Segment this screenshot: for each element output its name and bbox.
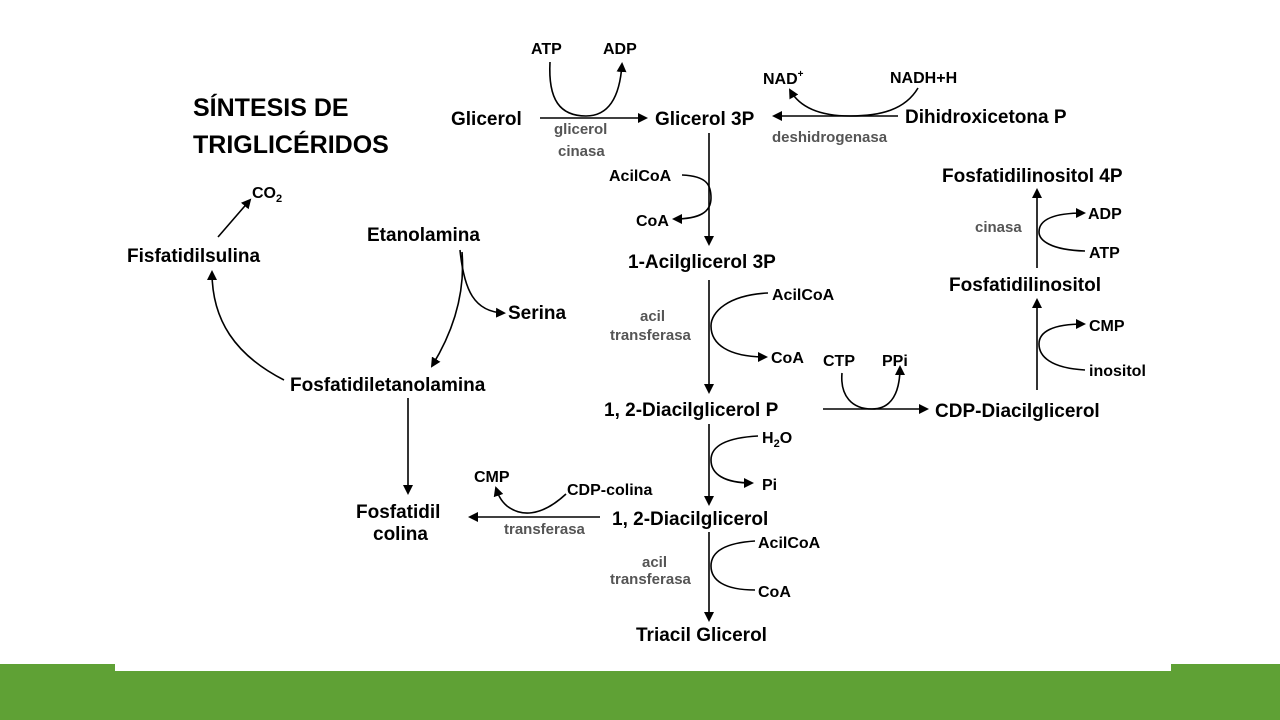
arrow-atp-to-adp	[549, 61, 627, 117]
cofactor-adp-2: ADP	[1088, 206, 1122, 223]
cofactor-nadh: NADH+H	[890, 70, 957, 87]
node-fosfatidiletanolamina: Fosfatidiletanolamina	[290, 375, 486, 396]
enzyme-deshidrogenasa: deshidrogenasa	[772, 129, 888, 146]
node-diacilglicerol: 1, 2-Diacilglicerol	[612, 509, 768, 530]
cofactor-adp: ADP	[603, 41, 637, 58]
cofactor-h2o: H2O	[762, 430, 792, 450]
footer-tab-right	[1171, 664, 1280, 671]
cofactor-co2: CO2	[252, 185, 282, 205]
arrow-nadh-to-nad	[789, 87, 919, 117]
cofactor-acilcoa-3: AcilCoA	[758, 535, 821, 552]
node-triacil-glicerol: Triacil Glicerol	[636, 625, 767, 646]
enzyme-glicerol-cinasa-1: glicerol	[554, 121, 607, 138]
cofactor-atp: ATP	[531, 41, 562, 58]
arrow-etanolamina-to-fosfatidiletanolamina	[430, 251, 464, 368]
node-etanolamina: Etanolamina	[367, 225, 480, 246]
arrow-inositol-to-cmp	[1038, 319, 1086, 371]
node-fisfatidilsulina: Fisfatidilsulina	[127, 246, 260, 267]
cofactor-acilcoa-1: AcilCoA	[609, 168, 672, 185]
footer-tab-left	[0, 664, 115, 671]
cofactor-coa-2: CoA	[771, 350, 804, 367]
node-diacilglicerol-p: 1, 2-Diacilglicerol P	[604, 400, 779, 421]
enzyme-acil-transferasa-1b: transferasa	[610, 327, 692, 344]
cofactor-pi: Pi	[762, 477, 777, 494]
node-fosfatidilinositol-4p: Fosfatidilinositol 4P	[942, 166, 1123, 187]
node-serina: Serina	[508, 303, 567, 324]
cofactor-ctp: CTP	[823, 353, 855, 370]
node-cdp-diacilglicerol: CDP-Diacilglicerol	[935, 401, 1100, 422]
node-fosfatidil-colina-line2: colina	[373, 524, 428, 545]
enzyme-glicerol-cinasa-2: cinasa	[558, 143, 605, 160]
arrow-atp-to-adp-2	[1038, 208, 1086, 252]
cofactor-coa-1: CoA	[636, 213, 669, 230]
arrow-cdpcolina-to-cmp	[493, 486, 567, 514]
enzyme-transferasa: transferasa	[504, 521, 586, 538]
cofactor-cmp-2: CMP	[474, 469, 510, 486]
cofactor-cmp-1: CMP	[1089, 318, 1125, 335]
cofactor-ppi: PPi	[882, 353, 908, 370]
arrow-acilcoa-to-coa-2	[710, 292, 769, 362]
arrow-etanolamina-to-serina	[459, 249, 506, 318]
node-fosfatidil-colina-line1: Fosfatidil	[356, 502, 440, 523]
node-acilglicerol-3p: 1-Acilglicerol 3P	[628, 252, 776, 273]
enzyme-cinasa: cinasa	[975, 219, 1022, 236]
cofactor-atp-2: ATP	[1089, 245, 1120, 262]
arrow-h2o-to-pi	[710, 435, 759, 488]
node-glicerol-3p: Glicerol 3P	[655, 109, 755, 130]
enzyme-acil-transferasa-1a: acil	[640, 308, 665, 325]
node-glicerol: Glicerol	[451, 109, 522, 130]
enzyme-acil-transferasa-2b: transferasa	[610, 571, 692, 588]
title-line-1: SÍNTESIS DE	[193, 93, 349, 122]
cofactor-coa-3: CoA	[758, 584, 791, 601]
cofactor-cdp-colina: CDP-colina	[567, 482, 652, 499]
arrow-acilcoa-to-coa-1	[672, 174, 712, 224]
footer-bar	[0, 671, 1280, 720]
node-dihidroxicetona-p: Dihidroxicetona P	[905, 107, 1067, 128]
arrow-fosfatidiletanolamina-to-fisfatidilsulina	[207, 270, 285, 381]
cofactor-inositol: inositol	[1089, 363, 1146, 380]
cofactor-acilcoa-2: AcilCoA	[772, 287, 835, 304]
cofactor-nad: NAD+	[763, 69, 804, 88]
enzyme-acil-transferasa-2a: acil	[642, 554, 667, 571]
title-line-2: TRIGLICÉRIDOS	[193, 130, 389, 159]
arrow-fisfatidilsulina-to-co2	[217, 198, 252, 238]
arrow-ctp-to-ppi	[841, 365, 905, 410]
node-fosfatidilinositol: Fosfatidilinositol	[949, 275, 1101, 296]
arrow-acilcoa-to-coa-3	[710, 540, 756, 591]
